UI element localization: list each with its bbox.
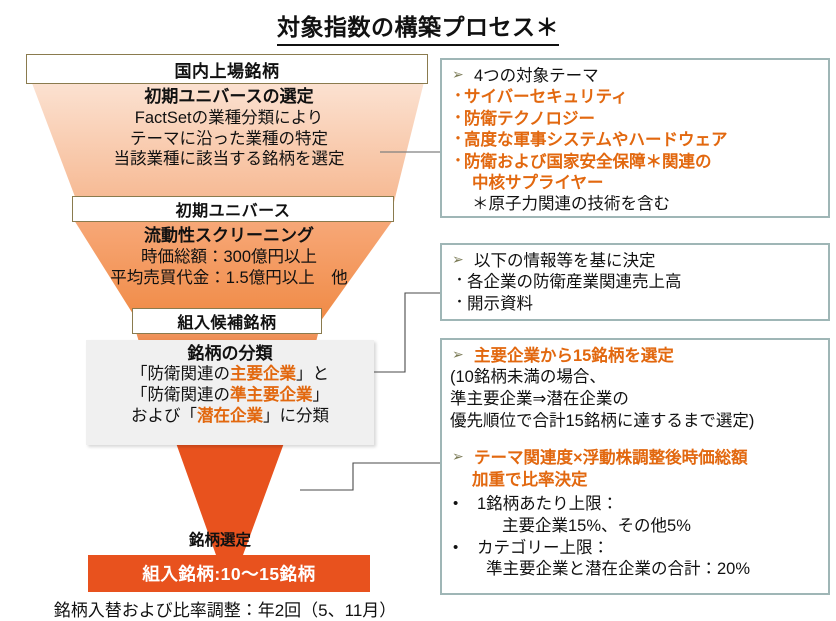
classification-line-3-em: 潜在企業 xyxy=(197,406,263,425)
theme-item-label: 高度な軍事システムやハードウェア xyxy=(464,131,728,150)
classification-line-1-em: 主要企業 xyxy=(230,365,296,384)
weight-para-line-2: 準主要企業⇒潜在企業の xyxy=(450,390,629,409)
info-heading: 以下の情報等を基に決定 xyxy=(474,252,656,270)
stage-initial-universe-selection: 初期ユニバースの選定 FactSetの業種分類により テーマに沿った業種の特定 … xyxy=(34,86,424,169)
dot-bullet-icon: ・ xyxy=(453,293,467,309)
stage2-line-1: 時価総額：300億円以上 xyxy=(140,248,318,267)
stage2-heading: 流動性スクリーニング xyxy=(144,226,314,245)
weight-bullet-label: カテゴリー上限： xyxy=(477,538,609,557)
card-stock-classification: 銘柄の分類 「防衛関連の主要企業」と 「防衛関連の準主要企業」 および「潜在企業… xyxy=(86,340,374,445)
weight-para-line-3: 優先順位で合計15銘柄に達するまで選定) xyxy=(450,411,755,430)
theme-item: ・ 防衛および国家安全保障＊関連の xyxy=(450,152,822,173)
classification-line-1: 「防衛関連の主要企業」と xyxy=(86,364,374,385)
dot-bullet-icon: ・ xyxy=(450,152,467,170)
stage1-heading: 初期ユニバースの選定 xyxy=(144,87,314,106)
round-bullet-icon: • xyxy=(453,495,459,513)
dot-bullet-icon: ・ xyxy=(450,88,467,106)
info-item: ・ 各企業の防衛産業関連売上高 xyxy=(450,272,822,293)
theme-item: ・ 高度な軍事システムやハードウェア xyxy=(450,130,822,151)
footnote-rebalance: 銘柄入替および比率調整：年2回（5、11月） xyxy=(53,601,397,620)
funnel-shapes xyxy=(27,70,427,555)
weight-heading-1: 主要企業から15銘柄を選定 xyxy=(474,347,674,365)
arrow-bullet-icon: ➢ xyxy=(452,251,464,267)
weight-heading-2-line-2: 加重で比率決定 xyxy=(472,470,588,489)
funnel-diagram: 国内上場銘柄 初期ユニバースの選定 FactSetの業種分類により テーマに沿っ… xyxy=(0,50,440,620)
box-candidate-stocks-label: 組入候補銘柄 xyxy=(177,315,277,332)
weight-heading2-row: ➢ テーマ関連度×浮動株調整後時価総額 xyxy=(450,447,822,469)
page-title: 対象指数の構築プロセス＊ xyxy=(0,8,836,46)
theme-item-label: 防衛および国家安全保障＊関連の xyxy=(464,152,712,171)
callout-target-themes: ➢ 4つの対象テーマ ・ サイバーセキュリティ ・ 防衛テクノロジー ・ 高度な… xyxy=(440,58,830,218)
classification-line-3-a: および「 xyxy=(131,406,197,425)
info-item-label: 各企業の防衛産業関連売上高 xyxy=(467,273,682,292)
box-initial-universe-label: 初期ユニバース xyxy=(175,203,291,220)
classification-line-2-em: 準主要企業 xyxy=(230,386,313,405)
weight-bullet: • 1銘柄あたり上限： xyxy=(450,494,822,516)
weight-para-line-1: (10銘柄未満の場合、 xyxy=(450,368,606,387)
label-stock-selection: 銘柄選定 xyxy=(188,532,251,549)
weight-heading1-row: ➢ 主要企業から15銘柄を選定 xyxy=(450,345,822,367)
dot-bullet-icon: ・ xyxy=(453,272,467,288)
page-title-text: 対象指数の構築プロセス＊ xyxy=(277,8,559,46)
box-candidate-stocks: 組入候補銘柄 xyxy=(132,308,322,334)
classification-line-3: および「潜在企業」に分類 xyxy=(86,406,374,427)
theme-item-label: 防衛テクノロジー xyxy=(464,109,596,128)
info-item-label: 開示資料 xyxy=(467,294,533,313)
themes-note: ＊原子力関連の技術を含む xyxy=(472,195,670,214)
box-final-constituents-label: 組入銘柄:10〜15銘柄 xyxy=(142,564,316,584)
classification-line-1-a: 「防衛関連の xyxy=(131,365,230,384)
classification-line-2-a: 「防衛関連の xyxy=(131,386,230,405)
weight-bullet-detail: 主要企業15%、その他5% xyxy=(502,516,691,535)
theme-item: ・ サイバーセキュリティ xyxy=(450,87,822,108)
arrow-bullet-icon: ➢ xyxy=(452,346,464,362)
stage-liquidity-screening: 流動性スクリーニング 時価総額：300億円以上 平均売買代金：1.5億円以上 他 xyxy=(34,225,424,288)
weight-heading-2-line-1: テーマ関連度×浮動株調整後時価総額 xyxy=(474,448,748,467)
callout-decision-info: ➢ 以下の情報等を基に決定 ・ 各企業の防衛産業関連売上高 ・ 開示資料 xyxy=(440,243,830,321)
dot-bullet-icon: ・ xyxy=(450,109,467,127)
funnel-segment-2 xyxy=(74,220,393,322)
weight-bullet-label: 1銘柄あたり上限： xyxy=(477,495,619,514)
box-final-constituents: 組入銘柄:10〜15銘柄 xyxy=(88,555,370,592)
weight-bullet: • カテゴリー上限： xyxy=(450,538,822,560)
funnel-tip-arrow xyxy=(176,443,284,555)
info-heading-row: ➢ 以下の情報等を基に決定 xyxy=(450,250,822,272)
classification-heading: 銘柄の分類 xyxy=(187,344,273,363)
stage1-line-2: テーマに沿った業種の特定 xyxy=(130,129,328,148)
dot-bullet-icon: ・ xyxy=(450,131,467,149)
theme-item-label: サイバーセキュリティ xyxy=(464,88,628,107)
stage2-line-2: 平均売買代金：1.5億円以上 他 xyxy=(110,268,348,287)
classification-line-1-b: 」と xyxy=(296,365,329,384)
box-initial-universe: 初期ユニバース xyxy=(72,196,394,222)
round-bullet-icon: • xyxy=(453,538,459,556)
arrow-bullet-icon: ➢ xyxy=(452,66,464,82)
callout-weighting-rules: ➢ 主要企業から15銘柄を選定 (10銘柄未満の場合、 準主要企業⇒潜在企業の … xyxy=(440,338,830,595)
theme-item-label-continued: 中核サプライヤー xyxy=(472,174,604,193)
themes-heading: 4つの対象テーマ xyxy=(474,67,599,85)
theme-item: ・ 防衛テクノロジー xyxy=(450,109,822,130)
info-item: ・ 開示資料 xyxy=(450,294,822,315)
themes-heading-row: ➢ 4つの対象テーマ xyxy=(450,65,822,87)
funnel-segment-1 xyxy=(27,70,427,210)
stage1-line-3: 当該業種に該当する銘柄を選定 xyxy=(113,149,345,168)
classification-line-2: 「防衛関連の準主要企業」 xyxy=(86,385,374,406)
box-domestic-listed: 国内上場銘柄 xyxy=(26,54,428,84)
arrow-bullet-icon: ➢ xyxy=(452,447,464,464)
classification-line-3-b: 」に分類 xyxy=(263,406,329,425)
box-domestic-listed-label: 国内上場銘柄 xyxy=(174,61,280,81)
classification-line-2-b: 」 xyxy=(312,386,330,405)
stage1-line-1: FactSetの業種分類により xyxy=(134,109,324,128)
weight-bullet-detail: 準主要企業と潜在企業の合計：20% xyxy=(486,560,751,579)
